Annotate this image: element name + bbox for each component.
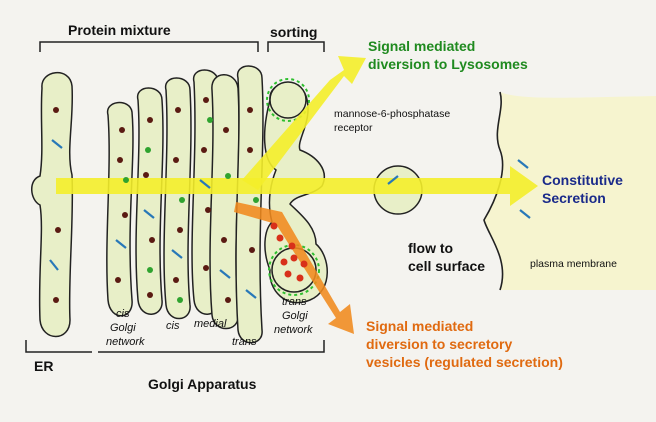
lysosome-diversion-line1: Signal mediated [368,38,476,54]
trans-label: trans [232,336,257,348]
membrane-proteins [123,117,259,303]
blue-protein-rods [49,139,531,299]
constitutive-label-line1: Constitutive [542,172,623,188]
cis-cisterna-2 [163,77,192,320]
receptor-label-line1: mannose-6-phosphatase [334,108,451,120]
golgi-apparatus-label: Golgi Apparatus [148,376,257,392]
cis-golgi-label-2: Golgi [110,322,136,334]
sorting-bracket [267,41,325,52]
cis-label: cis [166,320,180,332]
cis-golgi-label-1: cis [116,308,130,320]
er-bracket [25,340,92,353]
cis-golgi-network-cisterna [106,101,134,317]
sorting-header: sorting [270,24,318,40]
receptor-label-line2: receptor [334,122,373,134]
protein-mixture-bracket [39,41,259,52]
flow-label-line1: flow to [408,240,454,256]
cis-golgi-label-3: network [106,336,145,348]
plasma-membrane-label: plasma membrane [530,258,617,270]
trans-golgi-label-2: Golgi [282,310,308,322]
protein-mixture-header: Protein mixture [68,22,171,38]
lysosomal-vesicle [269,81,307,119]
lysosome-diversion-line2: diversion to Lysosomes [368,56,528,72]
trans-cisterna [235,65,264,344]
constitutive-secretion-arrow [56,166,538,206]
medial-cisterna-2 [209,74,240,330]
secretory-diversion-line1: Signal mediated [366,318,474,334]
trans-golgi-label-3: network [274,324,313,336]
er-compartment [31,71,74,338]
cis-cisterna-1 [135,87,164,315]
constitutive-label-line2: Secretion [542,190,606,206]
secretory-diversion-line3: vesicles (regulated secretion) [366,354,563,370]
er-label: ER [34,358,54,374]
secretory-diversion-arrow [234,202,354,334]
trans-golgi-label-1: trans [282,296,307,308]
secretory-diversion-line2: diversion to secretory [366,336,513,352]
flow-label-line2: cell surface [408,258,486,274]
medial-label: medial [194,318,227,330]
lysosome-diversion-arrow [242,56,366,190]
golgi-bracket [98,340,325,353]
secretory-coat [268,244,320,296]
secretory-cargo [270,222,308,282]
cell-surface-region [484,92,656,290]
cargo-proteins [53,97,255,303]
receptor-coat [266,78,310,122]
